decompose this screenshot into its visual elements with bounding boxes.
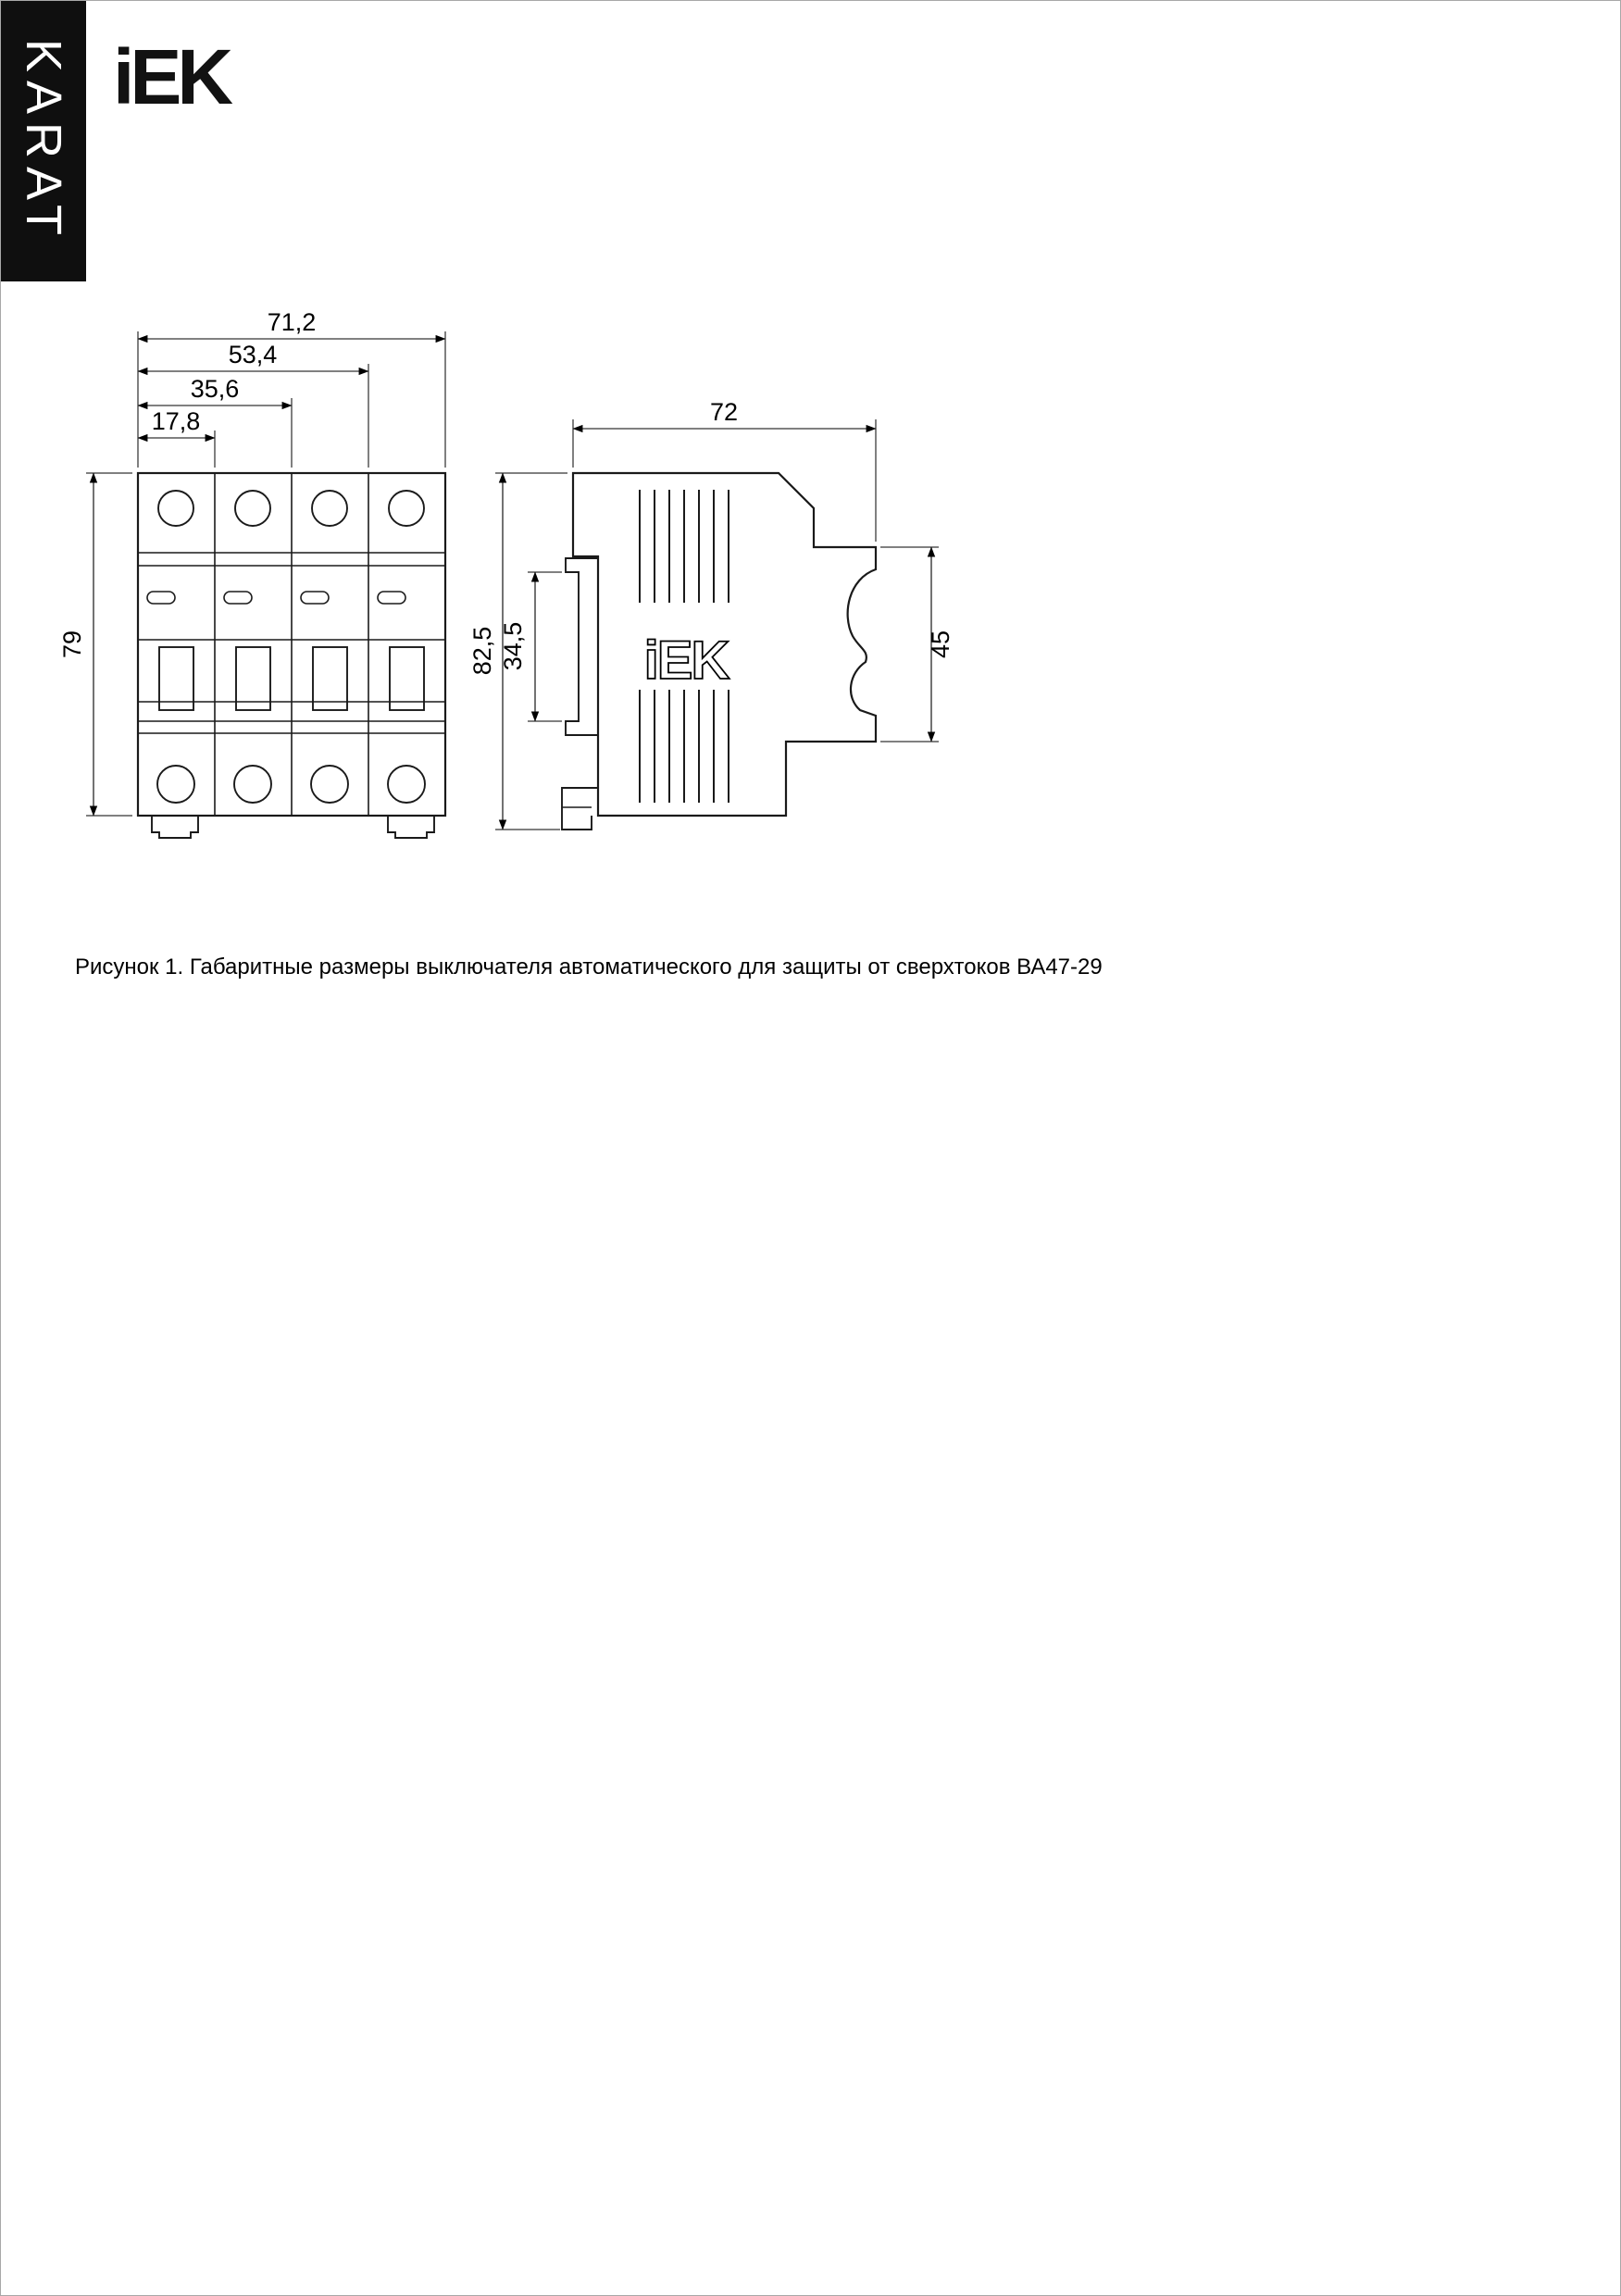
figure-1-drawing: 71,2 53,4 35,6 17,8 79 xyxy=(58,308,954,839)
dim-label-front-face: 45 xyxy=(927,630,954,658)
din-rail-mount xyxy=(561,557,598,830)
karat-banner: KARAT xyxy=(1,1,86,281)
dim-label-height: 79 xyxy=(58,630,86,658)
dim-label-total-width: 71,2 xyxy=(268,308,317,336)
iek-logo: iEK xyxy=(113,33,233,120)
side-view: iEK 72 82,5 34,5 xyxy=(468,398,954,830)
marking-windows xyxy=(146,591,406,605)
figure-caption: Рисунок 1. Габаритные размеры выключател… xyxy=(75,955,1103,980)
terminal-screws-top xyxy=(157,490,425,527)
din-clip-feet xyxy=(151,817,435,839)
pole-separators xyxy=(214,473,369,816)
dim-label-one-module: 17,8 xyxy=(152,407,201,435)
dim-label-three-modules: 53,4 xyxy=(229,341,278,368)
dim-label-total-height: 82,5 xyxy=(468,627,496,676)
front-view: 71,2 53,4 35,6 17,8 79 xyxy=(58,308,447,839)
karat-banner-label: KARAT xyxy=(16,38,71,244)
vent-slots-lower xyxy=(639,690,729,803)
face-edge-lines xyxy=(138,552,445,734)
dim-label-depth: 72 xyxy=(710,398,738,426)
terminal-screws-bottom xyxy=(156,765,426,804)
breaker-side-outline xyxy=(571,471,878,817)
dim-label-din-rail: 34,5 xyxy=(499,622,527,671)
toggle-handles xyxy=(158,646,425,711)
front-view-body xyxy=(136,471,447,839)
side-view-dimensions: 72 82,5 34,5 45 xyxy=(468,398,954,830)
dim-label-two-modules: 35,6 xyxy=(191,375,240,403)
iek-side-logo: iEK xyxy=(644,630,730,691)
vent-slots-upper xyxy=(639,490,729,603)
front-view-dimensions: 71,2 53,4 35,6 17,8 79 xyxy=(58,308,446,817)
